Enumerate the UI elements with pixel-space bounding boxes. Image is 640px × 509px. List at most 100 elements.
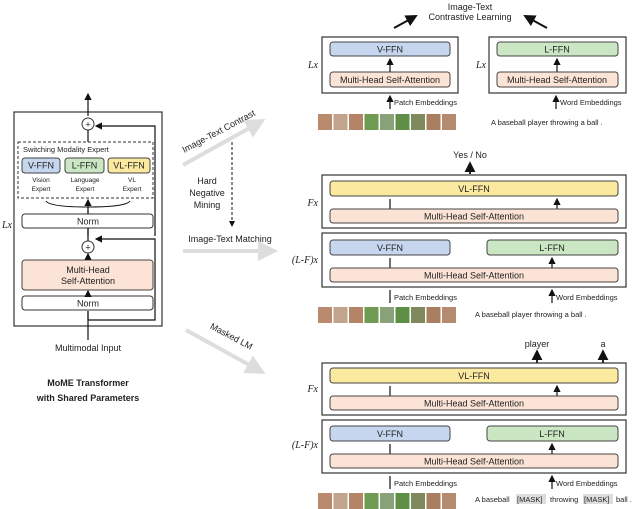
switching-expert-box bbox=[17, 141, 154, 199]
patch-embeddings-label: Patch Embeddings bbox=[394, 479, 457, 488]
l-ffn-label: L-FFN bbox=[539, 243, 565, 253]
v-ffn-box bbox=[21, 157, 61, 174]
v-ffn-label: V-FFN bbox=[377, 429, 403, 439]
itm-label: Image-Text Matching bbox=[188, 234, 272, 244]
hnm-label-2: Negative bbox=[189, 188, 225, 198]
image-patch bbox=[442, 493, 456, 509]
fx-label: Fx bbox=[306, 198, 318, 209]
lfx-label: (L-F)x bbox=[292, 255, 319, 266]
v-ffn-label: V-FFN bbox=[377, 45, 403, 55]
vision-expert-2: Expert bbox=[32, 186, 51, 193]
l-ffn-label: L-FFN bbox=[544, 45, 570, 55]
mhsa-box bbox=[496, 71, 619, 88]
mhsa-box bbox=[329, 208, 619, 224]
itc-panel: Image-Text Contrastive Learning V-FFN Mu… bbox=[307, 2, 627, 130]
l-ffn-label: L-FFN bbox=[539, 429, 565, 439]
mhsa-box bbox=[329, 267, 619, 283]
patch-embeddings-label: Patch Embeddings bbox=[394, 293, 457, 302]
image-patch bbox=[395, 493, 410, 509]
hnm-label: Hard bbox=[197, 176, 217, 186]
image-patch bbox=[426, 114, 441, 130]
image-patch bbox=[426, 307, 441, 323]
vl-expert: VL bbox=[128, 177, 136, 184]
fx-label: Fx bbox=[306, 384, 318, 395]
image-patch bbox=[318, 307, 332, 323]
v-ffn-box bbox=[329, 239, 451, 256]
image-patch bbox=[364, 114, 379, 130]
svg-text:+: + bbox=[85, 243, 90, 253]
mlm-output-1: player bbox=[525, 339, 550, 349]
block-title-2: with Shared Parameters bbox=[36, 393, 140, 403]
mhsa-label: Multi-Head Self-Attention bbox=[424, 271, 524, 281]
caption-text-2: throwing bbox=[550, 495, 578, 504]
l-ffn-label: L-FFN bbox=[72, 161, 98, 171]
mome-transformer-block: + Switching Modality Expert V-FFN L-FFN … bbox=[1, 92, 163, 403]
v-ffn-box bbox=[329, 425, 451, 442]
image-patches bbox=[318, 493, 456, 509]
caption-text: A baseball player throwing a ball . bbox=[491, 118, 603, 127]
v-ffn-box bbox=[329, 41, 451, 57]
image-patch bbox=[395, 114, 410, 130]
image-patch bbox=[442, 307, 456, 323]
itm-panel: Yes / No VL-FFN Multi-Head Self-Attentio… bbox=[292, 150, 627, 323]
mhsa-label: Multi-Head Self-Attention bbox=[424, 399, 524, 409]
block-title: MoME Transformer bbox=[47, 378, 129, 388]
image-patch bbox=[442, 114, 456, 130]
vl-ffn-label: VL-FFN bbox=[458, 184, 490, 194]
word-embeddings-label: Word Embeddings bbox=[556, 293, 618, 302]
vl-ffn-box bbox=[329, 180, 619, 197]
l-ffn-box bbox=[496, 41, 619, 57]
itm-output: Yes / No bbox=[453, 150, 487, 160]
image-patch bbox=[349, 307, 363, 323]
image-patch bbox=[380, 307, 394, 323]
lx-label: Lx bbox=[307, 60, 319, 71]
image-patch bbox=[426, 493, 441, 509]
image-patch bbox=[411, 493, 425, 509]
mask-token: [MASK] bbox=[517, 495, 542, 504]
svg-text:+: + bbox=[85, 120, 90, 130]
lx-label: Lx bbox=[475, 60, 487, 71]
lfx-label: (L-F)x bbox=[292, 440, 319, 451]
mhsa-box bbox=[329, 453, 619, 469]
image-patch bbox=[333, 307, 348, 323]
image-patch bbox=[364, 493, 379, 509]
lx-label: Lx bbox=[1, 220, 13, 231]
image-patch bbox=[318, 493, 332, 509]
l-ffn-box bbox=[64, 157, 105, 174]
image-patches bbox=[318, 114, 456, 130]
vl-ffn-box bbox=[329, 367, 619, 384]
itc-title-2: Contrastive Learning bbox=[428, 12, 511, 22]
image-patch bbox=[318, 114, 332, 130]
vl-ffn-label: VL-FFN bbox=[458, 371, 490, 381]
mhsa-label: Multi-Head Self-Attention bbox=[424, 212, 524, 222]
switching-label: Switching Modality Expert bbox=[23, 145, 110, 154]
image-patch bbox=[380, 493, 394, 509]
mlm-output-2: a bbox=[600, 339, 605, 349]
hnm-label-3: Mining bbox=[194, 200, 221, 210]
vision-expert: Vision bbox=[32, 177, 50, 184]
image-patch bbox=[395, 307, 410, 323]
task-labels: Image-Text Contrast Hard Negative Mining… bbox=[180, 108, 278, 374]
image-patch bbox=[349, 493, 363, 509]
mhsa-label-2: Self-Attention bbox=[61, 276, 115, 286]
patch-embeddings-label: Patch Embeddings bbox=[394, 98, 457, 107]
language-expert: Language bbox=[71, 177, 100, 184]
norm-label: Norm bbox=[77, 217, 99, 227]
mask-token: [MASK] bbox=[584, 495, 609, 504]
image-patch bbox=[411, 114, 425, 130]
multimodal-input-label: Multimodal Input bbox=[55, 343, 122, 353]
v-ffn-label: V-FFN bbox=[377, 243, 403, 253]
itc-title: Image-Text bbox=[448, 2, 493, 12]
language-expert-2: Expert bbox=[76, 186, 95, 193]
mhsa-label: Multi-Head Self-Attention bbox=[424, 457, 524, 467]
word-embeddings-label: Word Embeddings bbox=[556, 479, 618, 488]
image-patch bbox=[364, 307, 379, 323]
vl-ffn-label: VL-FFN bbox=[113, 161, 145, 171]
image-patch bbox=[333, 114, 348, 130]
image-patches bbox=[318, 307, 456, 323]
mhsa-box bbox=[329, 71, 451, 88]
vl-expert-2: Expert bbox=[123, 186, 142, 193]
word-embeddings-label: Word Embeddings bbox=[560, 98, 622, 107]
caption-text: A baseball player throwing a ball . bbox=[475, 310, 587, 319]
